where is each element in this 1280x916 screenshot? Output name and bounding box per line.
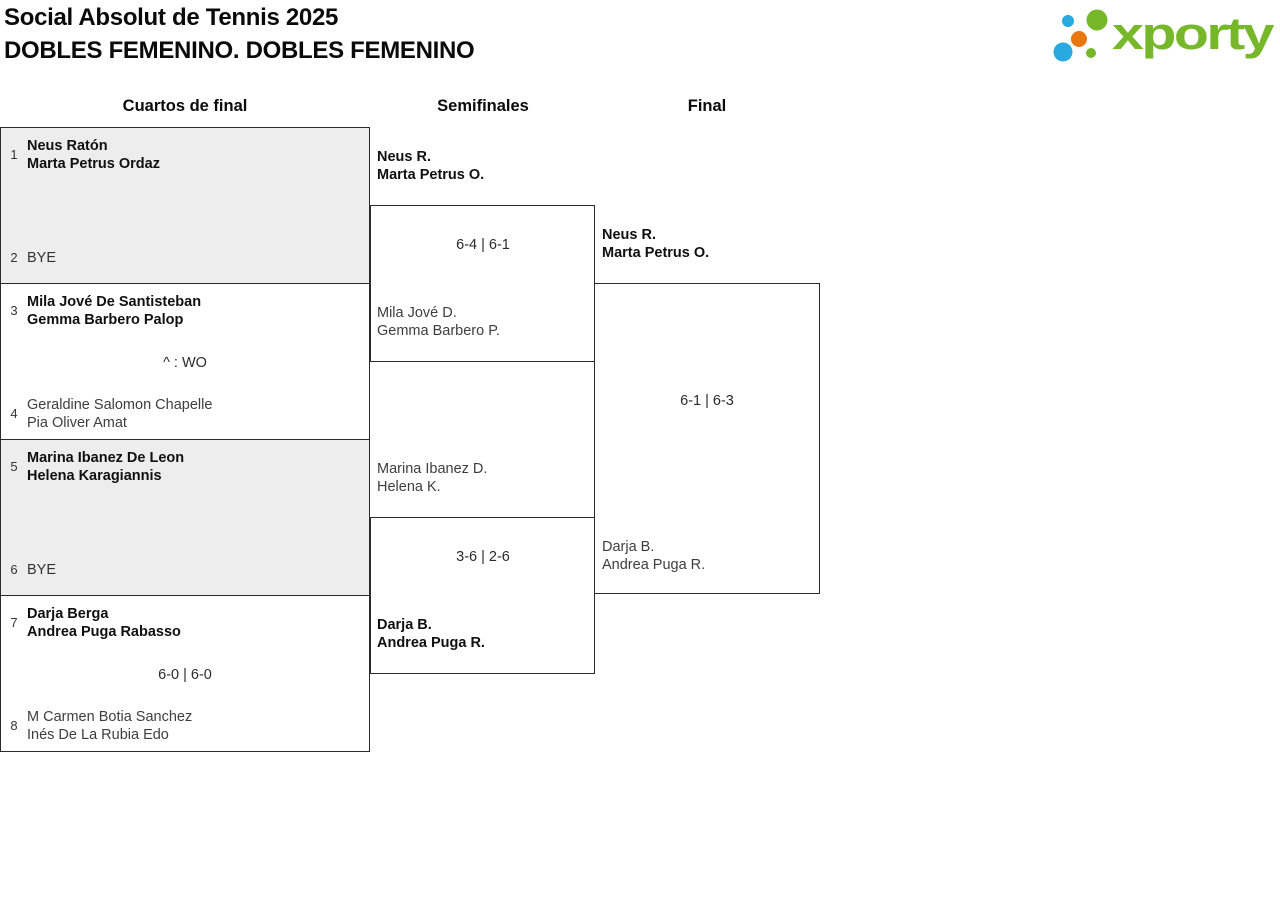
sf-match-1 [370,205,595,362]
logo-dot-blue-large [1053,42,1073,62]
player-name: Geraldine Salomon Chapelle [27,397,213,413]
final-team-bottom[interactable]: Darja B. Andrea Puga R. [602,538,705,574]
bye-label: BYE [27,250,57,266]
player-name: Andrea Puga Rabasso [27,624,181,640]
seed-number: 8 [10,718,18,733]
tournament-title: Social Absolut de Tennis 2025 [4,4,339,31]
logo-dot-orange [1071,31,1087,47]
logo-dot-blue-small [1062,15,1074,27]
player-name: Helena K. [377,479,441,495]
player-name: Gemma Barbero P. [377,323,501,339]
team-darja-andrea[interactable]: Darja Berga Andrea Puga Rabasso [27,605,181,641]
player-name: Marta Petrus O. [602,245,710,261]
match-score: 6-0 | 6-0 [158,667,212,683]
final-score: 6-1 | 6-3 [680,393,734,409]
round-label-final: Final [687,97,727,115]
seed-number: 3 [10,303,18,318]
player-name: Andrea Puga R. [377,635,485,651]
player-name: Mila Jové D. [377,305,457,321]
player-name: M Carmen Botia Sanchez [27,709,193,725]
sf-match-2 [370,517,595,674]
team-carmen-ines[interactable]: M Carmen Botia Sanchez Inés De La Rubia … [27,708,192,744]
player-name: Neus R. [602,227,656,243]
qf-match-1: 1 Neus Ratón Marta Petrus Ordaz 2 BYE [0,127,370,284]
final-match [594,283,820,594]
match-score: ^ : WO [163,355,207,371]
player-name: Darja B. [377,617,432,633]
team-bye: BYE [27,249,56,267]
player-name: Gemma Barbero Palop [27,312,184,328]
seed-number: 6 [10,562,18,577]
player-name: Marta Petrus Ordaz [27,156,160,172]
xporty-logo-icon: xporty [1053,8,1274,62]
team-mila-gemma[interactable]: Mila Jové De Santisteban Gemma Barbero P… [27,293,201,329]
sf1-team-bottom[interactable]: Mila Jové D. Gemma Barbero P. [377,304,500,340]
qf-match-3: 5 Marina Ibanez De Leon Helena Karagiann… [0,439,370,596]
player-name: Andrea Puga R. [602,557,706,573]
player-name: Mila Jové De Santisteban [27,294,202,310]
sf2-team-bottom[interactable]: Darja B. Andrea Puga R. [377,616,485,652]
team-bye: BYE [27,561,56,579]
seed-number: 1 [10,147,18,162]
player-name: Neus R. [377,149,431,165]
xporty-logo-text: xporty [1112,8,1274,59]
category-title: DOBLES FEMENINO. DOBLES FEMENINO [4,37,475,64]
qf-match-2: 3 Mila Jové De Santisteban Gemma Barbero… [0,283,370,440]
player-name: Darja B. [602,539,655,555]
player-name: Darja Berga [27,606,109,622]
player-name: Neus Ratón [27,138,108,154]
player-name: Pia Oliver Amat [27,415,127,431]
player-name: Marta Petrus O. [377,167,485,183]
seed-number: 5 [10,459,18,474]
xporty-logo[interactable]: xporty [1046,2,1274,68]
sf2-team-top[interactable]: Marina Ibanez D. Helena K. [377,460,487,496]
seed-number: 2 [10,250,18,265]
final-team-top[interactable]: Neus R. Marta Petrus O. [602,226,709,262]
team-neus-marta[interactable]: Neus Ratón Marta Petrus Ordaz [27,137,160,173]
seed-number: 4 [10,406,18,421]
round-label-semifinales: Semifinales [437,97,529,115]
round-label-cuartos: Cuartos de final [122,97,248,115]
player-name: Helena Karagiannis [27,468,162,484]
logo-dot-green-large [1086,9,1108,31]
sf2-score: 3-6 | 2-6 [456,549,510,565]
logo-dot-green-small [1086,48,1096,58]
sf1-team-top[interactable]: Neus R. Marta Petrus O. [377,148,484,184]
team-marina-helena[interactable]: Marina Ibanez De Leon Helena Karagiannis [27,449,184,485]
player-name: Inés De La Rubia Edo [27,727,169,743]
bye-label: BYE [27,562,57,578]
team-geraldine-pia[interactable]: Geraldine Salomon Chapelle Pia Oliver Am… [27,396,212,432]
sf1-score: 6-4 | 6-1 [456,237,510,253]
player-name: Marina Ibanez D. [377,461,488,477]
seed-number: 7 [10,615,18,630]
qf-match-4: 7 Darja Berga Andrea Puga Rabasso 6-0 | … [0,595,370,752]
player-name: Marina Ibanez De Leon [27,450,185,466]
